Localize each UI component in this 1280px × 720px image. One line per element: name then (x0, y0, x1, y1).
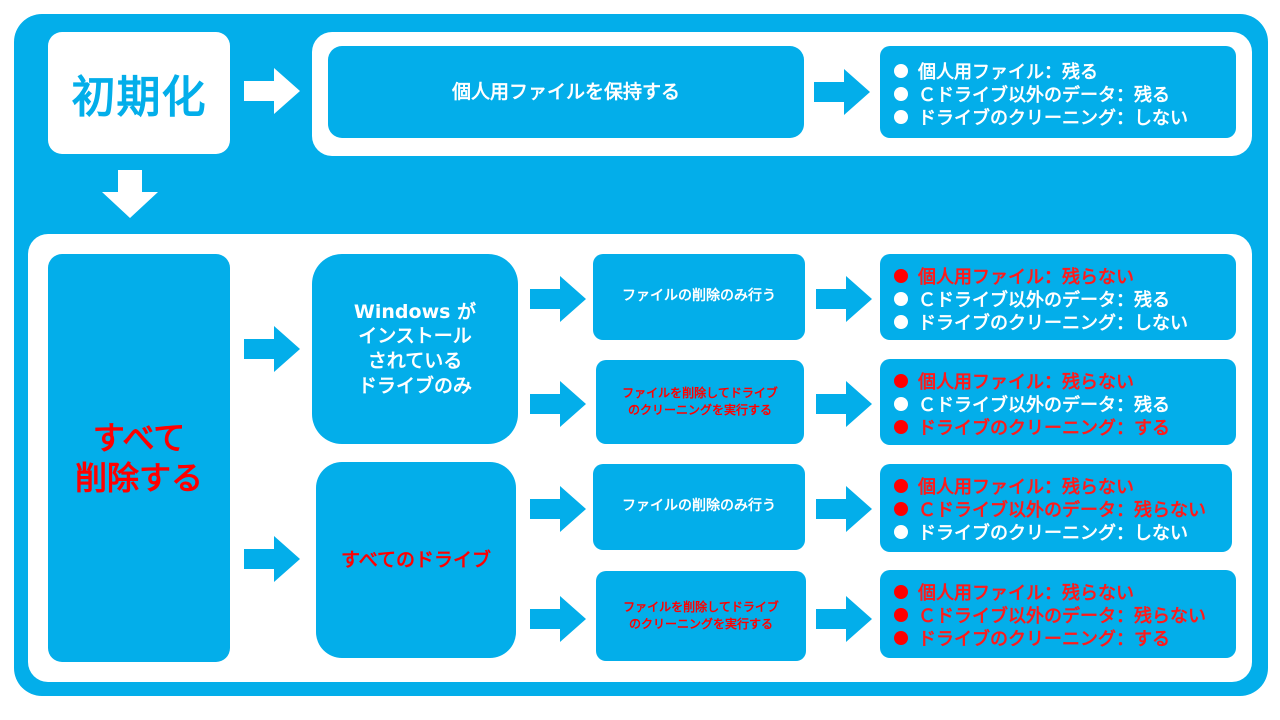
arrow-right-icon (816, 596, 872, 642)
result-line: Ｃドライブ以外のデータ：残らない (894, 497, 1232, 521)
option-delete-and-clean: ファイルを削除してドライブ のクリーニングを実行する (596, 571, 806, 661)
status-dot-icon (894, 86, 908, 101)
result-line: ドライブのクリーニング：しない (894, 310, 1236, 334)
result-box: 個人用ファイル：残らない Ｃドライブ以外のデータ：残らない ドライブのクリーニン… (880, 464, 1232, 552)
status-dot-icon (894, 396, 908, 411)
status-dot-icon (894, 630, 908, 645)
result-line: Ｃドライブ以外のデータ：残らない (894, 603, 1236, 627)
status-dot-icon (894, 63, 908, 78)
arrow-right-icon (816, 381, 872, 427)
arrow-right-icon (244, 536, 300, 582)
arrow-right-icon (530, 486, 586, 532)
result-line: 個人用ファイル：残らない (894, 369, 1236, 393)
option-delete-files-only: ファイルの削除のみ行う (593, 254, 805, 340)
status-dot-icon (894, 584, 908, 599)
arrow-right-icon (530, 276, 586, 322)
status-dot-icon (894, 373, 908, 388)
result-line: ドライブのクリーニング：する (894, 626, 1236, 650)
result-line: ドライブのクリーニング：しない (894, 105, 1236, 129)
arrow-down-icon (102, 170, 158, 218)
arrow-right-icon (244, 68, 300, 114)
delete-all-label-line1: すべて (92, 419, 186, 457)
result-line: ドライブのクリーニング：する (894, 415, 1236, 439)
arrow-right-icon (530, 381, 586, 427)
status-dot-icon (894, 524, 908, 539)
result-line: Ｃドライブ以外のデータ：残る (894, 392, 1236, 416)
result-box: 個人用ファイル：残らない Ｃドライブ以外のデータ：残らない ドライブのクリーニン… (880, 570, 1236, 658)
title-box: 初期化 (48, 32, 230, 154)
arrow-right-icon (816, 486, 872, 532)
status-dot-icon (894, 501, 908, 516)
result-line: 個人用ファイル：残る (894, 59, 1236, 83)
status-dot-icon (894, 291, 908, 306)
result-line: ドライブのクリーニング：しない (894, 520, 1232, 544)
status-dot-icon (894, 109, 908, 124)
keep-results-box: 個人用ファイル：残る Ｃドライブ以外のデータ：残る ドライブのクリーニング：しな… (880, 46, 1236, 138)
option-delete-files-only: ファイルの削除のみ行う (593, 464, 805, 550)
result-box: 個人用ファイル：残らない Ｃドライブ以外のデータ：残る ドライブのクリーニング：… (880, 254, 1236, 340)
result-line: 個人用ファイル：残らない (894, 474, 1232, 498)
arrow-right-icon (244, 326, 300, 372)
status-dot-icon (894, 478, 908, 493)
option-delete-and-clean: ファイルを削除してドライブ のクリーニングを実行する (596, 360, 804, 444)
windows-drive-box: Windows が インストール されている ドライブのみ (312, 254, 518, 444)
result-line: Ｃドライブ以外のデータ：残る (894, 287, 1236, 311)
delete-all-label-line2: 削除する (74, 459, 203, 497)
status-dot-icon (894, 314, 908, 329)
arrow-right-icon (816, 276, 872, 322)
arrow-right-icon (814, 69, 870, 115)
keep-files-box: 個人用ファイルを保持する (328, 46, 804, 138)
result-line: Ｃドライブ以外のデータ：残る (894, 82, 1236, 106)
status-dot-icon (894, 419, 908, 434)
keep-files-label: 個人用ファイルを保持する (451, 80, 680, 103)
status-dot-icon (894, 268, 908, 283)
all-drives-label: すべてのドライブ (341, 548, 491, 571)
result-box: 個人用ファイル：残らない Ｃドライブ以外のデータ：残る ドライブのクリーニング：… (880, 359, 1236, 445)
delete-all-box: すべて 削除する (48, 254, 230, 662)
arrow-right-icon (530, 596, 586, 642)
diagram-title: 初期化 (71, 72, 207, 123)
status-dot-icon (894, 607, 908, 622)
result-line: 個人用ファイル：残らない (894, 580, 1236, 604)
all-drives-box: すべてのドライブ (316, 462, 516, 658)
result-line: 個人用ファイル：残らない (894, 264, 1236, 288)
